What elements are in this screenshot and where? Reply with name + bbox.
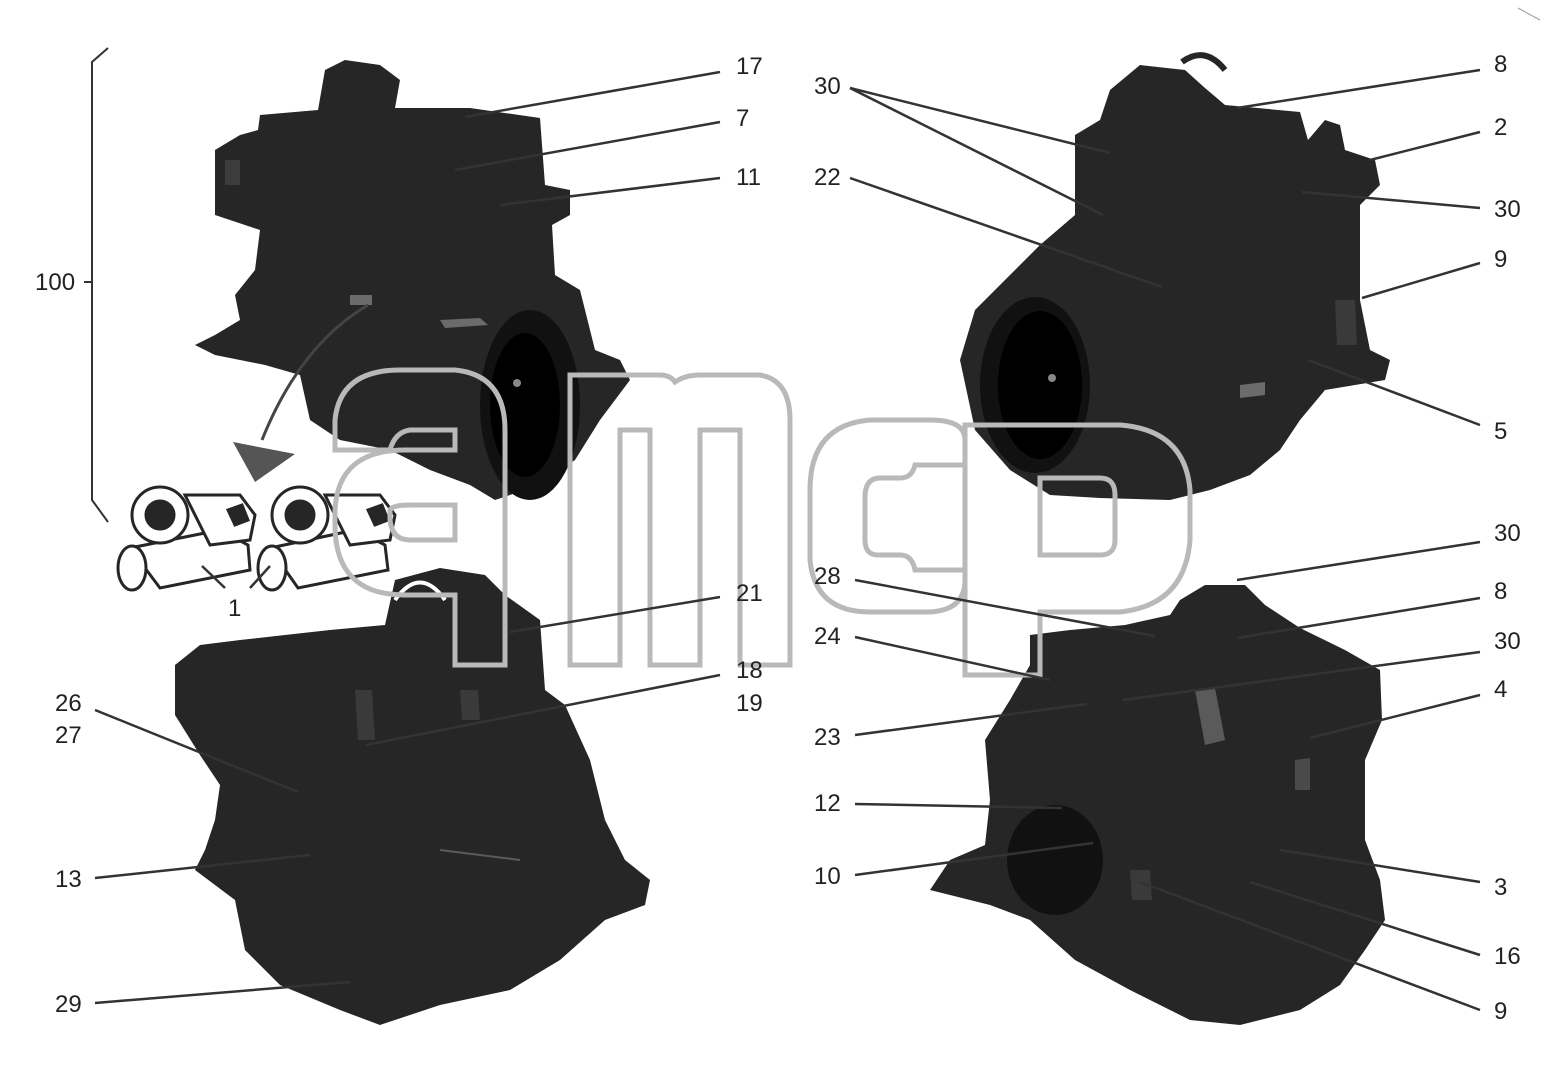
callout-18: 18 [736, 657, 763, 684]
callout-26: 26 [55, 690, 82, 717]
starter-motor-a [116, 485, 257, 592]
callout-23: 23 [814, 724, 841, 751]
callout-27: 27 [55, 722, 82, 749]
corner-mark [1517, 7, 1541, 21]
callout-10: 10 [814, 863, 841, 890]
callout-5: 5 [1494, 418, 1507, 445]
callout-7: 7 [736, 105, 749, 132]
assembly-bracket [84, 47, 109, 523]
callout-21: 21 [736, 580, 763, 607]
callout-8-top: 8 [1494, 51, 1507, 78]
callout-3: 3 [1494, 874, 1507, 901]
callout-24: 24 [814, 623, 841, 650]
engine-view-bottom-left [175, 568, 650, 1025]
callout-11: 11 [736, 164, 761, 191]
callout-28: 28 [814, 563, 841, 590]
watermark-letter-p [962, 422, 1193, 678]
starter-motors [116, 485, 397, 592]
callout-30-right: 30 [1494, 196, 1521, 223]
engine-view-bottom-right [930, 585, 1385, 1025]
callout-13: 13 [55, 866, 82, 893]
engine-view-top-right [960, 52, 1390, 500]
callout-9-top: 9 [1494, 246, 1507, 273]
callout-8-bottom: 8 [1494, 578, 1507, 605]
callout-22: 22 [814, 164, 841, 191]
engine-view-top-left [195, 60, 630, 500]
callout-2: 2 [1494, 114, 1507, 141]
callout-30-bottom-a: 30 [1494, 520, 1521, 547]
leader-lines [94, 68, 1481, 1012]
watermark-trademark: TM [1115, 366, 1179, 415]
callout-30-bottom-b: 30 [1494, 628, 1521, 655]
callout-29: 29 [55, 991, 82, 1018]
watermark-logo [332, 367, 1193, 678]
starter-motor-b [256, 485, 397, 592]
callout-4: 4 [1494, 676, 1507, 703]
watermark-letter-m [567, 372, 793, 668]
callout-labels: 100 1 17 7 11 30 22 8 2 30 9 5 21 18 19 … [35, 51, 1521, 1025]
callout-9-bottom: 9 [1494, 998, 1507, 1025]
watermark-letter-a [332, 367, 508, 668]
callout-17: 17 [736, 53, 763, 80]
callout-assembly-100: 100 [35, 269, 75, 296]
callout-12: 12 [814, 790, 841, 817]
callout-16: 16 [1494, 943, 1521, 970]
callout-starter-1: 1 [228, 595, 241, 622]
callout-19: 19 [736, 690, 763, 717]
callout-30-top: 30 [814, 73, 841, 100]
